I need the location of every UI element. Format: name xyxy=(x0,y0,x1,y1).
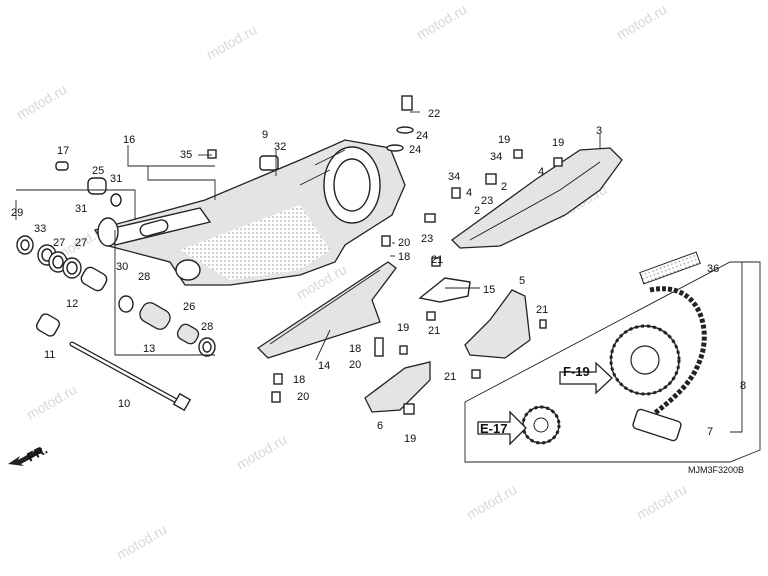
watermark: motod.ru xyxy=(114,521,170,562)
watermark: motod.ru xyxy=(204,21,260,62)
callout-31b: 31 xyxy=(75,203,87,215)
callout-24a: 24 xyxy=(416,130,428,142)
callout-21c: 21 xyxy=(428,325,440,337)
callout-13: 13 xyxy=(143,343,155,355)
callout-19d: 19 xyxy=(404,433,416,445)
callout-26: 26 xyxy=(183,301,195,313)
callout-24b: 24 xyxy=(409,144,421,156)
callout-4a: 4 xyxy=(538,166,544,178)
callout-18b: 18 xyxy=(349,343,361,355)
reference-arrows: F-19 E-17 xyxy=(477,361,613,446)
lower-guard xyxy=(418,277,531,359)
callout-27a: 27 xyxy=(53,237,65,249)
callout-16: 16 xyxy=(123,134,135,146)
callout-2a: 2 xyxy=(501,181,507,193)
chain-guard-plate xyxy=(364,361,431,413)
callout-20c: 20 xyxy=(297,391,309,403)
watermark: motod.ru xyxy=(634,481,690,522)
callout-35: 35 xyxy=(180,149,192,161)
watermark: motod.ru xyxy=(24,381,80,422)
callout-18a: 18 xyxy=(398,251,410,263)
fr-label: FR. xyxy=(24,442,50,465)
callout-6: 6 xyxy=(377,420,383,432)
callout-14: 14 xyxy=(318,360,330,372)
ref-arrow-f19[interactable]: F-19 xyxy=(559,361,613,395)
callout-15: 15 xyxy=(483,284,495,296)
callout-numbers: 16 17 25 31 31 29 33 27 27 30 28 12 26 2… xyxy=(11,108,746,445)
callout-28a: 28 xyxy=(138,271,150,283)
callout-23a: 23 xyxy=(481,195,493,207)
callout-20a: 20 xyxy=(398,237,410,249)
swingarm xyxy=(93,139,406,286)
callout-20b: 20 xyxy=(349,359,361,371)
callout-5: 5 xyxy=(519,275,525,287)
callout-29: 29 xyxy=(11,207,23,219)
callout-33: 33 xyxy=(34,223,46,235)
callout-19c: 19 xyxy=(397,322,409,334)
callout-32: 32 xyxy=(274,141,286,153)
callout-23b: 23 xyxy=(421,233,433,245)
callout-19b: 19 xyxy=(552,137,564,149)
callout-10: 10 xyxy=(118,398,130,410)
callout-2b: 2 xyxy=(474,205,480,217)
watermark: motod.ru xyxy=(234,431,290,472)
ref-label-f19: F-19 xyxy=(563,364,590,379)
watermark: motod.ru xyxy=(464,481,520,522)
front-direction-arrow: FR. xyxy=(8,442,50,466)
callout-36: 36 xyxy=(707,263,719,275)
callout-21d: 21 xyxy=(444,371,456,383)
callout-17: 17 xyxy=(57,145,69,157)
chain-slider xyxy=(256,261,397,359)
chain-inset xyxy=(464,251,761,463)
callout-12: 12 xyxy=(66,298,78,310)
callout-28b: 28 xyxy=(201,321,213,333)
watermark: motod.ru xyxy=(414,1,470,42)
callout-27b: 27 xyxy=(75,237,87,249)
callout-4b: 4 xyxy=(466,187,472,199)
ref-arrow-e17[interactable]: E-17 xyxy=(477,410,527,446)
callout-7: 7 xyxy=(707,426,713,438)
callout-30: 30 xyxy=(116,261,128,273)
fasteners xyxy=(207,95,563,415)
callout-21b: 21 xyxy=(536,304,548,316)
watermark: motod.ru xyxy=(14,81,70,122)
callout-34a: 34 xyxy=(490,151,502,163)
callout-11: 11 xyxy=(44,349,55,361)
diagram-code: MJM3F3200B xyxy=(688,465,744,475)
callout-22: 22 xyxy=(428,108,440,120)
callout-21a: 21 xyxy=(431,254,443,266)
callout-18c: 18 xyxy=(293,374,305,386)
callout-9: 9 xyxy=(262,129,268,141)
callout-25: 25 xyxy=(92,165,104,177)
callout-8: 8 xyxy=(740,380,746,392)
callout-31a: 31 xyxy=(110,173,122,185)
callout-34b: 34 xyxy=(448,171,460,183)
bearing-stack xyxy=(16,161,216,357)
ref-label-e17: E-17 xyxy=(480,421,507,436)
watermark: motod.ru xyxy=(614,1,670,42)
pivot-shaft xyxy=(69,341,192,412)
callout-19a: 19 xyxy=(498,134,510,146)
callout-3: 3 xyxy=(596,125,602,137)
